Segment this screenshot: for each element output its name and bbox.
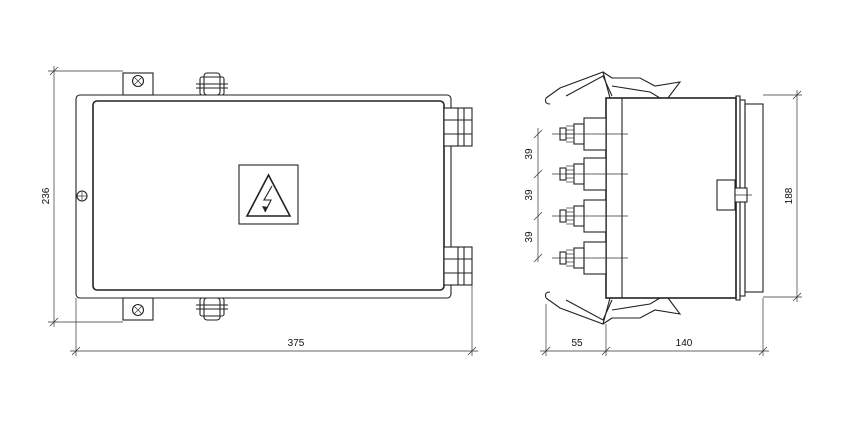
dimension-terminal-spacing bbox=[533, 128, 543, 263]
front-height-label: 236 bbox=[41, 187, 52, 204]
terminal-stud-2 bbox=[552, 157, 628, 191]
front-view: 236 375 bbox=[41, 66, 478, 356]
front-width-label: 375 bbox=[288, 338, 305, 349]
lid-clamp-top bbox=[196, 72, 228, 96]
terminal-stud-1 bbox=[552, 117, 628, 151]
mount-bracket-top-left bbox=[122, 72, 154, 96]
box-lid-outline bbox=[92, 100, 445, 291]
terminal-stud-3 bbox=[552, 199, 628, 233]
dimension-front-height bbox=[48, 66, 123, 327]
side-view: 39 39 39 188 55 140 bbox=[524, 71, 802, 356]
side-clamp-top bbox=[544, 71, 682, 105]
dimension-side-height bbox=[763, 90, 802, 302]
terminal-stud-4 bbox=[552, 241, 628, 275]
terminal-spacing-label-3: 39 bbox=[524, 231, 535, 243]
cable-gland-bottom-right bbox=[443, 246, 473, 286]
mount-bracket-bottom-left bbox=[122, 297, 154, 321]
dimension-front-width bbox=[70, 285, 478, 356]
side-clamp-bottom bbox=[544, 291, 682, 325]
ground-screw-left bbox=[76, 190, 88, 202]
high-voltage-warning-icon bbox=[238, 164, 299, 225]
cable-gland-top-right bbox=[443, 107, 473, 147]
side-height-label: 188 bbox=[784, 187, 795, 204]
terminal-spacing-label-2: 39 bbox=[524, 189, 535, 201]
terminal-spacing-label-1: 39 bbox=[524, 148, 535, 160]
lid-clamp-bottom bbox=[196, 297, 228, 321]
side-depth-right-label: 140 bbox=[676, 338, 693, 349]
dimension-side-depth bbox=[540, 298, 769, 356]
side-latch bbox=[716, 179, 752, 211]
side-depth-left-label: 55 bbox=[571, 338, 583, 349]
box-outer-outline bbox=[75, 94, 452, 299]
